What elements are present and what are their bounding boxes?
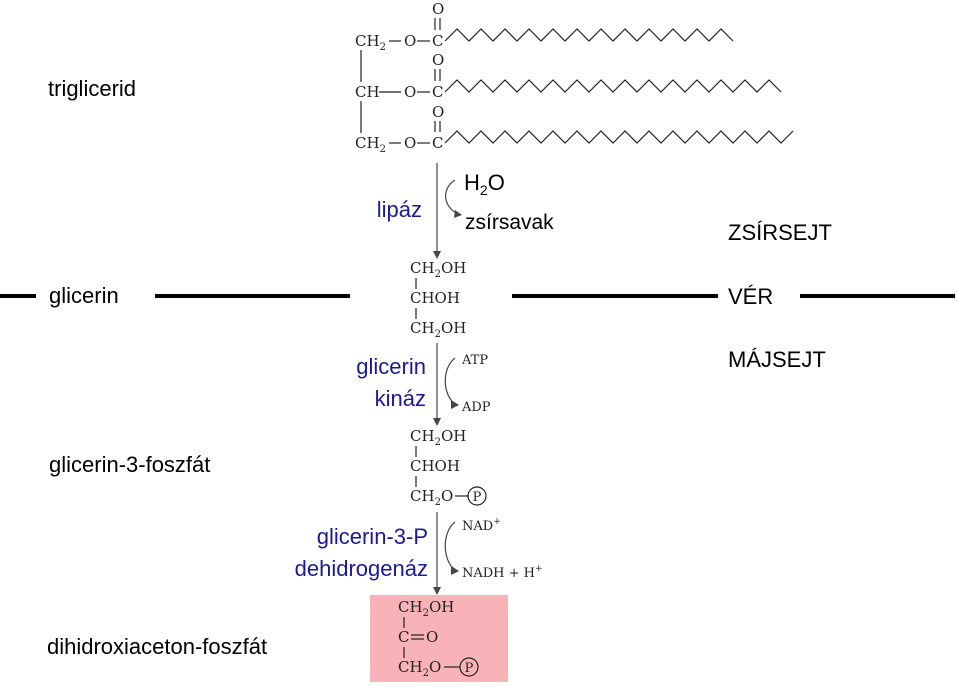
tg-c-3: C bbox=[432, 134, 443, 152]
g3p-row1: CH2OH bbox=[410, 427, 466, 448]
enzyme-g3p-dehydrogenase-line1: glicerin-3-P bbox=[317, 524, 428, 549]
tg-c-1: C bbox=[432, 32, 443, 50]
glycerol-row2: CHOH bbox=[410, 289, 460, 307]
dhap-highlight bbox=[370, 595, 508, 682]
label-glycerol: glicerin bbox=[49, 283, 119, 308]
tg-ch: CH bbox=[355, 83, 380, 101]
enzyme-glycerol-kinase-line2: kináz bbox=[375, 386, 426, 411]
compartment-liver-cell: MÁJSEJT bbox=[728, 347, 826, 372]
dhap-phosphate-label: P bbox=[465, 661, 474, 676]
arrowhead bbox=[433, 251, 441, 259]
glycerol-row3: CH2OH bbox=[410, 319, 466, 340]
enzyme-g3p-dehydrogenase-line2: dehidrogenáz bbox=[295, 556, 428, 581]
g3p-phosphate-label: P bbox=[473, 490, 482, 505]
tg-ch2-3: CH2 bbox=[355, 134, 386, 155]
curved-arrow bbox=[445, 179, 459, 215]
dhap-row1: CH2OH bbox=[398, 598, 454, 619]
enzyme-lipase: lipáz bbox=[377, 197, 422, 222]
g3p-row3: CH2O bbox=[410, 487, 453, 508]
arrowhead bbox=[433, 418, 441, 426]
fatty-acids: zsírsavak bbox=[465, 211, 554, 234]
tg-c-2: C bbox=[432, 83, 443, 101]
water: H2O bbox=[464, 170, 505, 198]
curved-arrow bbox=[444, 521, 456, 571]
nad-label: NAD+ bbox=[462, 517, 501, 534]
dhap-c: C bbox=[398, 628, 409, 646]
tg-carbonyl-o-2: O bbox=[432, 51, 444, 69]
dhap-row3: CH2O bbox=[398, 658, 441, 679]
tg-o-1: O bbox=[404, 32, 416, 50]
glycerol-row1: CH2OH bbox=[410, 259, 466, 280]
compartment-adipocyte: ZSÍRSEJT bbox=[728, 220, 832, 245]
nadh-label: NADH + H+ bbox=[462, 564, 543, 581]
arrowhead bbox=[451, 566, 459, 575]
curved-arrow bbox=[444, 357, 456, 405]
tg-ch2-1: CH2 bbox=[355, 32, 386, 53]
label-glycerol-3-phosphate: glicerin-3-foszfát bbox=[49, 452, 210, 477]
label-triglyceride: triglicerid bbox=[48, 76, 136, 101]
tg-o-2: O bbox=[404, 83, 416, 101]
tg-carbonyl-o-1: O bbox=[432, 0, 444, 18]
compartment-blood: VÉR bbox=[728, 284, 773, 309]
tg-carbonyl-o-3: O bbox=[432, 103, 444, 121]
arrowhead bbox=[454, 210, 462, 218]
adp-label: ADP bbox=[461, 400, 491, 415]
fatty-acid-chain bbox=[444, 28, 734, 42]
g3p-row2: CHOH bbox=[410, 457, 460, 475]
label-dhap: dihidroxiaceton-foszfát bbox=[47, 634, 267, 659]
dhap-o: O bbox=[426, 628, 438, 646]
phosphate-circle bbox=[459, 657, 479, 677]
fatty-acid-chain bbox=[444, 130, 794, 144]
tg-o-3: O bbox=[404, 134, 416, 152]
enzyme-glycerol-kinase-line1: glicerin bbox=[356, 354, 426, 379]
arrowhead bbox=[433, 587, 441, 595]
arrowhead bbox=[451, 400, 459, 409]
fatty-acid-chain bbox=[444, 79, 782, 93]
phosphate-circle bbox=[467, 486, 487, 506]
atp-label: ATP bbox=[461, 353, 488, 368]
